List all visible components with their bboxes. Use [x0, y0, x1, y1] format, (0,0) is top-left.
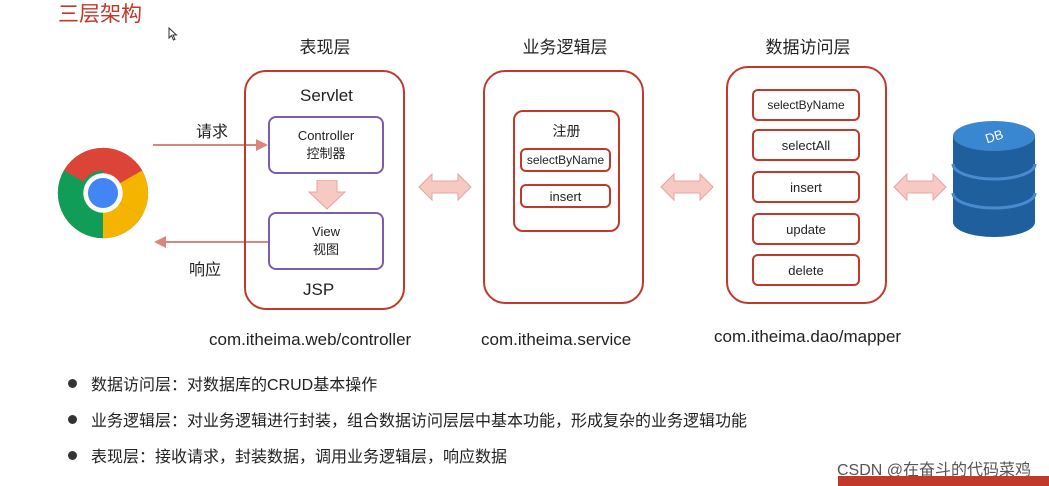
presentation-layer-label: 表现层: [299, 38, 351, 57]
request-label: 请求: [196, 124, 229, 141]
jsp-label: JSP: [303, 280, 335, 299]
data-method-selectall: selectAll: [752, 129, 860, 161]
response-arrow-icon: [154, 236, 166, 248]
bullet-dot: [68, 414, 77, 424]
bullet-item: 数据访问层：对数据库的CRUD基本操作: [68, 371, 377, 395]
response-label: 响应: [189, 262, 222, 279]
data-method-delete: delete: [752, 254, 860, 286]
business-layer-label: 业务逻辑层: [522, 38, 608, 57]
data-method-insert: insert: [752, 171, 860, 203]
controller-box: Controller 控制器: [268, 116, 384, 174]
business-method-insert: insert: [520, 184, 611, 208]
data-layer-label: 数据访问层: [765, 38, 851, 57]
business-method-selectbyname: selectByName: [520, 148, 611, 172]
data-package: com.itheima.dao/mapper: [714, 327, 902, 346]
db-label: DB: [983, 127, 1005, 147]
bullet-dot: [68, 378, 77, 388]
presentation-layer-box: [244, 70, 405, 310]
controller-cn-label: 控制器: [306, 146, 346, 161]
chrome-browser-icon: [57, 147, 149, 239]
data-method-selectbyname: selectByName: [752, 89, 860, 121]
servlet-label: Servlet: [300, 86, 353, 105]
database-icon: DB: [951, 121, 1037, 237]
double-arrow-icon: [418, 172, 472, 202]
bullet-dot: [68, 450, 77, 460]
bullet-text: 业务逻辑层：对业务逻辑进行封装，组合数据访问层层中基本功能，形成复杂的业务逻辑功…: [91, 413, 748, 430]
view-cn-label: 视图: [312, 242, 339, 257]
double-arrow-icon: [893, 172, 947, 202]
request-arrow-icon: [256, 139, 268, 151]
bullet-text: 数据访问层：对数据库的CRUD基本操作: [91, 377, 378, 394]
down-arrow-icon: [308, 180, 346, 210]
bullet-item: 表现层：接收请求，封装数据，调用业务逻辑层，响应数据: [68, 443, 507, 467]
register-title: 注册: [552, 123, 581, 139]
double-arrow-icon: [660, 172, 714, 202]
data-layer-box: [726, 66, 887, 304]
view-label: View: [312, 224, 340, 239]
bottom-banner: [838, 476, 1049, 486]
business-package: com.itheima.service: [481, 330, 632, 349]
presentation-package: com.itheima.web/controller: [209, 330, 412, 349]
bullet-item: 业务逻辑层：对业务逻辑进行封装，组合数据访问层层中基本功能，形成复杂的业务逻辑功…: [68, 407, 747, 431]
register-group-box: [513, 110, 620, 232]
watermark: CSDN @在奋斗的代码菜鸡: [836, 462, 1031, 479]
cursor-icon: [168, 27, 178, 41]
business-layer-box: [483, 70, 644, 304]
controller-label: Controller: [297, 128, 355, 143]
view-box: View 视图: [268, 212, 384, 270]
data-method-update: update: [752, 213, 860, 245]
bullet-text: 表现层：接收请求，封装数据，调用业务逻辑层，响应数据: [91, 449, 508, 466]
page-title: 三层架构: [58, 3, 142, 26]
request-response-arrows: [153, 139, 270, 248]
